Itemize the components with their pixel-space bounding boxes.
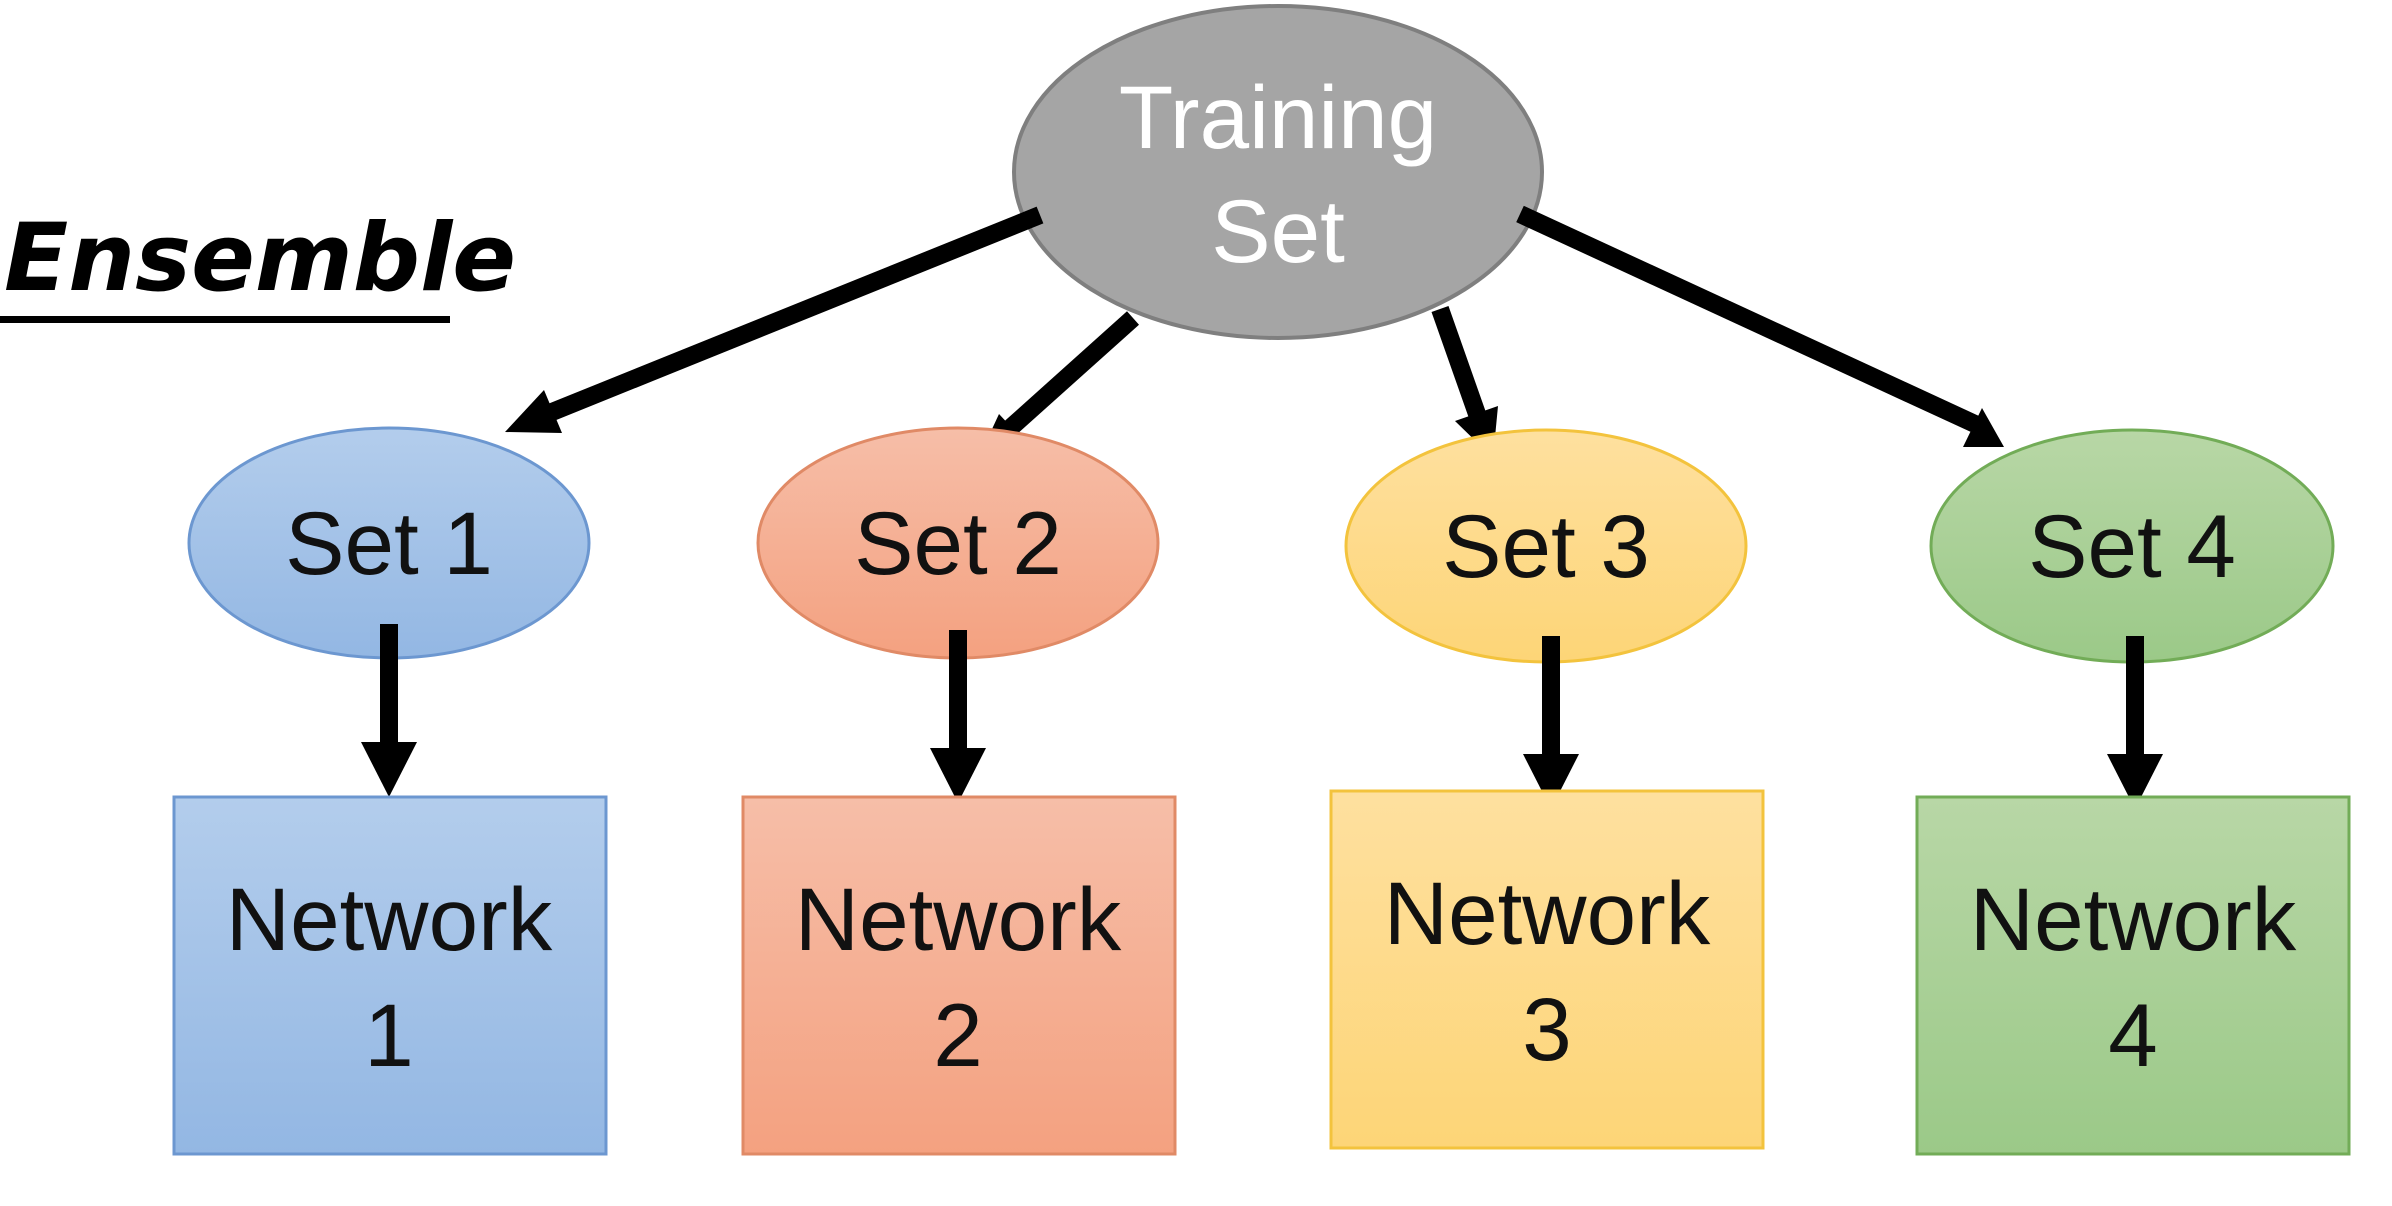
set-3-label: Set 3 [1442,496,1650,596]
network-1-label-line1: Network [226,869,553,969]
set-1-label: Set 1 [285,493,493,593]
set-2-label: Set 2 [854,493,1062,593]
training-set-ellipse [1014,6,1542,338]
network-1-box [172,795,608,1156]
diagram-title: Ensemble [0,204,516,323]
arrow-set-2-to-network-2 [930,630,986,803]
network-4-label-line2: 4 [2108,985,2158,1085]
root-arrows [505,205,2004,458]
title-underline [0,316,450,323]
network-2-box [741,795,1177,1156]
set-4-label: Set 4 [2028,496,2236,596]
branch-3: Set 3 Network 3 [1329,428,1765,1150]
branch-2: Set 2 Network 2 [741,426,1177,1156]
network-4-label-line1: Network [1970,869,2297,969]
arrow-set-1-to-network-1 [361,624,417,797]
network-3-label-line1: Network [1384,863,1711,963]
arrow-root-to-set-1 [505,206,1044,433]
network-1-label-line2: 1 [364,985,414,1085]
training-set-ellipse-outline [1012,4,1544,340]
training-set-label-line2: Set [1211,181,1345,281]
training-set-node: Training Set [1012,4,1544,340]
network-4-box [1915,795,2351,1156]
network-3-label-line2: 3 [1522,979,1572,1079]
title-text: Ensemble [4,204,516,313]
network-3-box [1329,789,1765,1150]
training-set-label-line1: Training [1119,67,1437,167]
branch-1: Set 1 Network 1 [172,426,608,1156]
network-2-label-line1: Network [795,869,1122,969]
arrow-root-to-set-4 [1516,205,2004,447]
arrow-set-4-to-network-4 [2107,636,2163,809]
network-2-label-line2: 2 [933,985,983,1085]
arrow-set-3-to-network-3 [1523,636,1579,809]
branch-4: Set 4 Network 4 [1915,428,2351,1156]
